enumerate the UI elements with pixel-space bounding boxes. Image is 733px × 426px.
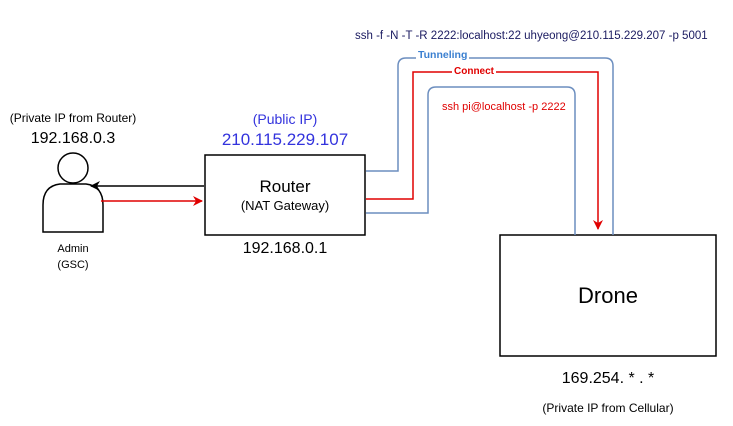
router-public-ip-note: (Public IP)	[252, 111, 318, 127]
router-box	[204, 154, 366, 236]
drone-title: Drone	[578, 283, 638, 308]
router-title: Router	[259, 177, 311, 196]
drone-ip-note: (Private IP from Cellular)	[542, 401, 674, 415]
admin-role: (GSC)	[57, 259, 89, 271]
router-subtitle: (NAT Gateway)	[240, 198, 330, 213]
ssh-tunnel-command: ssh -f -N -T -R 2222:localhost:22 uhyeon…	[355, 30, 708, 42]
drone-ip: 169.254. * . *	[561, 370, 655, 387]
router-public-ip: 210.115.229.107	[221, 130, 349, 149]
drone-box	[499, 234, 717, 357]
admin-person-icon	[42, 152, 104, 233]
tunnel-path-inner	[366, 86, 576, 235]
ssh-pi-command: ssh pi@localhost -p 2222	[442, 101, 566, 113]
connect-path	[366, 71, 603, 230]
router-private-ip: 192.168.0.1	[242, 240, 328, 257]
admin-name: Admin	[57, 243, 89, 255]
admin-ip: 192.168.0.3	[30, 130, 116, 147]
admin-ip-note: (Private IP from Router)	[9, 111, 137, 125]
tunnel-path-outer	[366, 57, 614, 235]
connect-label: Connect	[452, 66, 496, 77]
tunneling-label: Tunneling	[416, 49, 470, 61]
